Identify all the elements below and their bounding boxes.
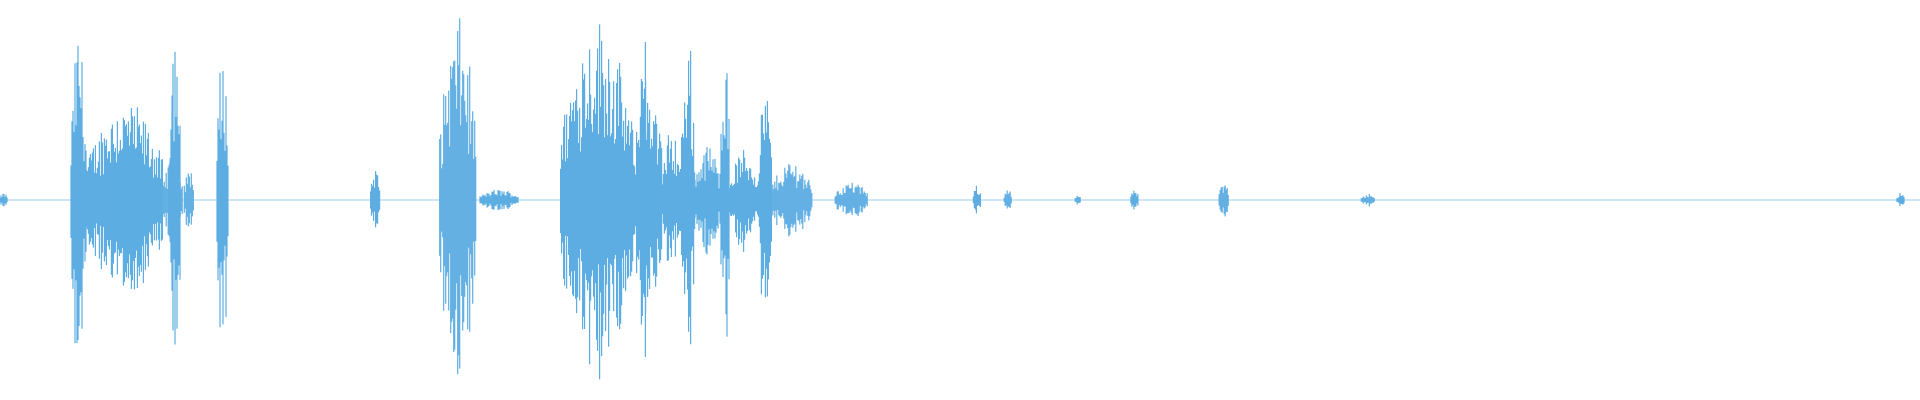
waveform-segment bbox=[728, 150, 759, 252]
waveform-segment bbox=[370, 171, 381, 228]
waveform-segment bbox=[1074, 195, 1081, 205]
waveform-segment bbox=[1130, 190, 1139, 210]
waveform-segment bbox=[1003, 190, 1012, 209]
waveform-segment bbox=[680, 50, 696, 345]
waveform-segment bbox=[638, 42, 650, 357]
waveform-segment bbox=[559, 24, 634, 380]
waveform-segment bbox=[216, 71, 229, 328]
waveform-segment bbox=[719, 73, 730, 337]
waveform-segment bbox=[771, 164, 813, 237]
waveform-segment bbox=[1360, 193, 1375, 207]
waveform-bars bbox=[0, 18, 1905, 380]
waveform-segment bbox=[661, 135, 683, 261]
waveform-segment bbox=[439, 18, 477, 375]
waveform-segment bbox=[1218, 185, 1229, 217]
waveform-segment bbox=[1896, 193, 1905, 207]
waveform-segment bbox=[694, 147, 720, 255]
waveform-segment bbox=[972, 185, 982, 214]
waveform-segment bbox=[0, 193, 8, 207]
waveform-segment bbox=[168, 51, 181, 345]
waveform-segment bbox=[85, 107, 163, 290]
waveform-segment bbox=[834, 182, 868, 216]
waveform-segment bbox=[70, 45, 87, 344]
waveform-segment bbox=[757, 101, 773, 298]
waveform-segment bbox=[479, 189, 519, 210]
waveform-segment bbox=[183, 173, 194, 227]
